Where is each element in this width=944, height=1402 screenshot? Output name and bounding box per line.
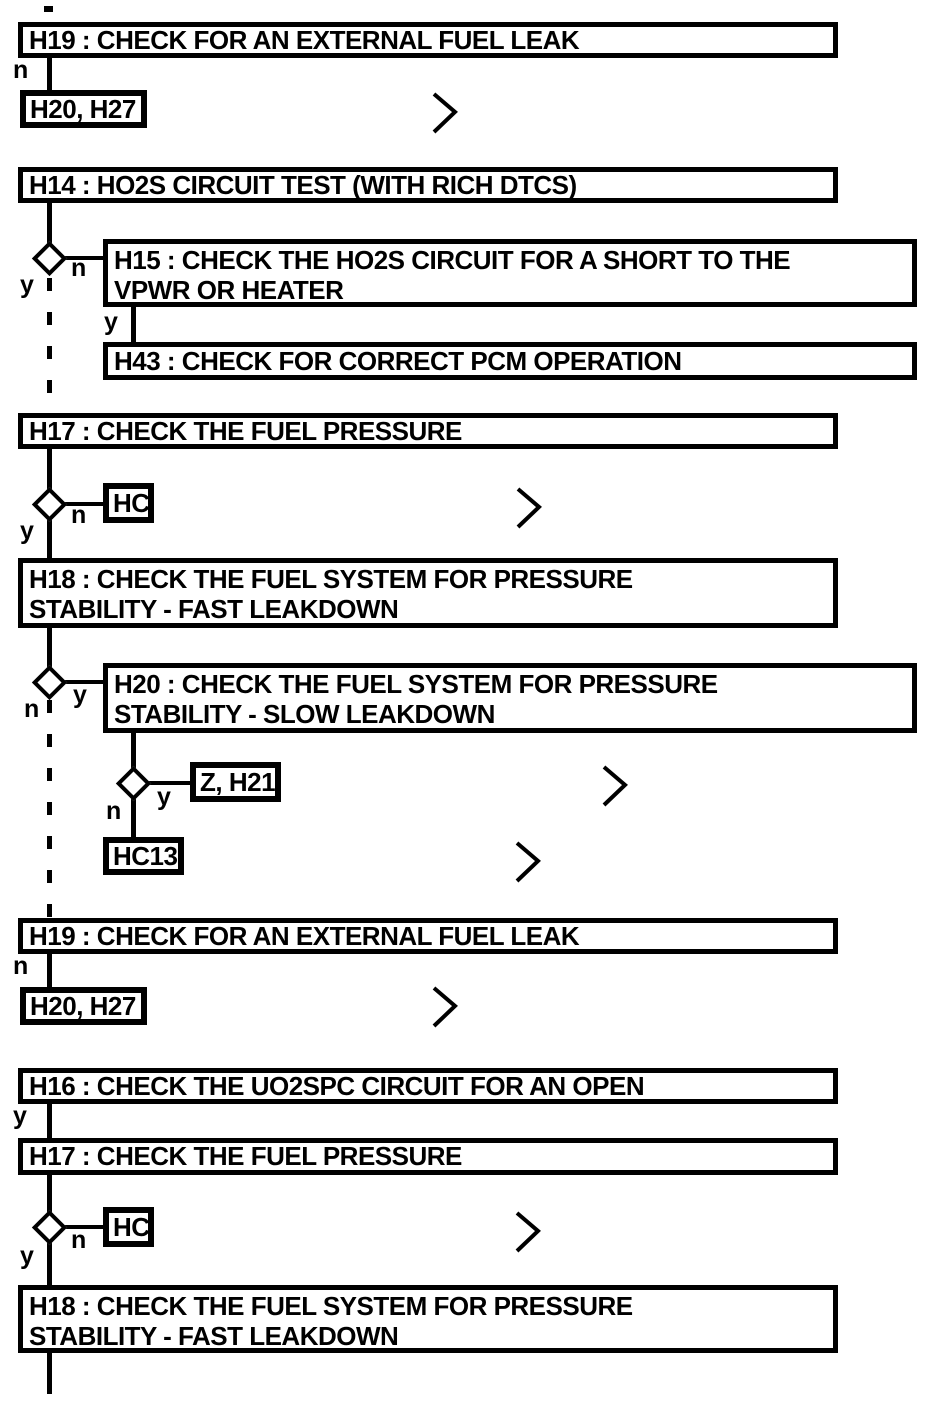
step-label: H19 : CHECK FOR AN EXTERNAL FUEL LEAK bbox=[29, 24, 580, 55]
branch-label-no: n bbox=[71, 254, 87, 282]
step-label-line2: VPWR OR HEATER bbox=[114, 275, 344, 305]
ref-box-hc13: HC13 bbox=[103, 837, 184, 875]
ref-box-hc: HC bbox=[103, 483, 154, 523]
flow-line bbox=[131, 728, 136, 774]
flow-line bbox=[47, 444, 52, 496]
step-label: H43 : CHECK FOR CORRECT PCM OPERATION bbox=[114, 345, 682, 376]
step-box-h18: H18 : CHECK THE FUEL SYSTEM FOR PRESSURE… bbox=[18, 558, 838, 628]
dashed-flow-line bbox=[44, 6, 53, 12]
continue-arrow-icon bbox=[515, 841, 541, 883]
flow-line bbox=[47, 54, 52, 96]
decision-diamond bbox=[115, 765, 152, 802]
step-box-h17-repeat: H17 : CHECK THE FUEL PRESSURE bbox=[18, 1138, 838, 1175]
ref-label: HC bbox=[113, 1211, 150, 1242]
branch-label-no: n bbox=[13, 56, 29, 84]
flow-line bbox=[62, 1225, 109, 1229]
branch-label-yes: y bbox=[73, 681, 87, 709]
step-label: H14 : HO2S CIRCUIT TEST (WITH RICH DTCS) bbox=[29, 169, 577, 200]
branch-label-yes: y bbox=[157, 783, 171, 811]
flow-line bbox=[47, 518, 52, 563]
continue-arrow-icon bbox=[516, 487, 542, 529]
flow-line bbox=[47, 1241, 52, 1289]
dashed-flow-line bbox=[47, 700, 52, 922]
step-box-h20: H20 : CHECK THE FUEL SYSTEM FOR PRESSURE… bbox=[103, 663, 917, 733]
branch-label-no: n bbox=[71, 1226, 87, 1254]
step-label: H19 : CHECK FOR AN EXTERNAL FUEL LEAK bbox=[29, 920, 580, 951]
ref-label: H20, H27 bbox=[30, 93, 136, 124]
continue-arrow-icon bbox=[432, 986, 458, 1028]
flow-line bbox=[47, 1348, 52, 1394]
continue-arrow-icon bbox=[602, 765, 628, 807]
flow-line bbox=[47, 624, 52, 674]
branch-label-no: n bbox=[106, 797, 122, 825]
decision-diamond bbox=[31, 1209, 68, 1246]
step-label-line1: H15 : CHECK THE HO2S CIRCUIT FOR A SHORT… bbox=[114, 245, 791, 275]
dashed-flow-line bbox=[47, 278, 52, 418]
continue-arrow-icon bbox=[432, 92, 458, 134]
branch-label-yes: y bbox=[20, 1242, 34, 1270]
decision-diamond bbox=[31, 240, 68, 277]
step-box-h19-repeat: H19 : CHECK FOR AN EXTERNAL FUEL LEAK bbox=[18, 918, 838, 954]
flow-line bbox=[62, 256, 109, 260]
flow-line bbox=[47, 1100, 52, 1144]
flow-line bbox=[62, 502, 109, 506]
step-box-h19: H19 : CHECK FOR AN EXTERNAL FUEL LEAK bbox=[18, 22, 838, 58]
ref-box-h20-h27: H20, H27 bbox=[20, 90, 147, 128]
flow-line bbox=[47, 200, 52, 252]
step-box-h14: H14 : HO2S CIRCUIT TEST (WITH RICH DTCS) bbox=[18, 167, 838, 203]
step-box-h15: H15 : CHECK THE HO2S CIRCUIT FOR A SHORT… bbox=[103, 239, 917, 307]
step-label-line2: STABILITY - FAST LEAKDOWN bbox=[29, 594, 399, 624]
flow-line bbox=[47, 950, 52, 992]
branch-label-no: n bbox=[71, 501, 87, 529]
step-label-line1: H18 : CHECK THE FUEL SYSTEM FOR PRESSURE bbox=[29, 1291, 633, 1321]
flow-line bbox=[146, 781, 196, 785]
step-box-h43: H43 : CHECK FOR CORRECT PCM OPERATION bbox=[103, 342, 917, 380]
step-label-line2: STABILITY - FAST LEAKDOWN bbox=[29, 1321, 399, 1351]
continue-arrow-icon bbox=[515, 1211, 541, 1253]
flow-line bbox=[47, 1170, 52, 1220]
step-box-h18-repeat: H18 : CHECK THE FUEL SYSTEM FOR PRESSURE… bbox=[18, 1285, 838, 1353]
branch-label-yes: y bbox=[20, 517, 34, 545]
step-label-line1: H20 : CHECK THE FUEL SYSTEM FOR PRESSURE bbox=[114, 669, 718, 699]
step-label-line1: H18 : CHECK THE FUEL SYSTEM FOR PRESSURE bbox=[29, 564, 633, 594]
ref-label: Z, H21 bbox=[200, 766, 276, 797]
flow-line bbox=[131, 798, 136, 842]
step-box-h17: H17 : CHECK THE FUEL PRESSURE bbox=[18, 413, 838, 449]
ref-label: HC bbox=[113, 487, 150, 518]
branch-label-yes: y bbox=[13, 1102, 27, 1130]
step-label: H17 : CHECK THE FUEL PRESSURE bbox=[29, 1141, 462, 1171]
ref-box-z-h21: Z, H21 bbox=[190, 762, 281, 802]
branch-label-yes: y bbox=[20, 271, 34, 299]
branch-label-no: n bbox=[24, 695, 40, 723]
ref-label: H20, H27 bbox=[30, 990, 136, 1021]
ref-box-h20-h27-repeat: H20, H27 bbox=[20, 987, 147, 1025]
ref-label: HC13 bbox=[113, 840, 178, 871]
step-label: H17 : CHECK THE FUEL PRESSURE bbox=[29, 415, 462, 446]
decision-diamond bbox=[31, 486, 68, 523]
branch-label-yes: y bbox=[104, 308, 118, 336]
step-label: H16 : CHECK THE UO2SPC CIRCUIT FOR AN OP… bbox=[29, 1070, 645, 1101]
step-label-line2: STABILITY - SLOW LEAKDOWN bbox=[114, 699, 495, 729]
flow-line bbox=[62, 680, 109, 684]
step-box-h16: H16 : CHECK THE UO2SPC CIRCUIT FOR AN OP… bbox=[18, 1068, 838, 1104]
flow-line bbox=[131, 303, 136, 348]
ref-box-hc-repeat: HC bbox=[103, 1207, 154, 1247]
branch-label-no: n bbox=[13, 952, 29, 980]
